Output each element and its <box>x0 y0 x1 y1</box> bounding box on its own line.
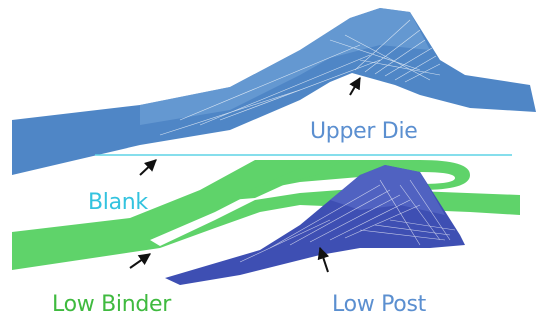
upper-die-part <box>12 8 536 175</box>
arrow-icon <box>139 159 157 176</box>
low-post-mesh <box>239 179 456 263</box>
low-post-face <box>330 165 445 215</box>
upper-die-label: Upper Die <box>310 119 418 144</box>
low-post-part <box>165 165 465 285</box>
low-binder-loop <box>230 162 340 200</box>
low-post-label: Low Post <box>332 292 427 317</box>
upper-die-mesh <box>159 19 441 136</box>
arrow-icon <box>317 246 330 273</box>
upper-die-top-face <box>140 8 430 125</box>
callout-arrows <box>129 76 361 273</box>
upper-die-body <box>12 8 536 175</box>
arrow-icon <box>349 76 361 96</box>
low-binder-label: Low Binder <box>52 292 172 317</box>
blank-label: Blank <box>88 190 148 215</box>
arrow-icon <box>129 253 151 269</box>
